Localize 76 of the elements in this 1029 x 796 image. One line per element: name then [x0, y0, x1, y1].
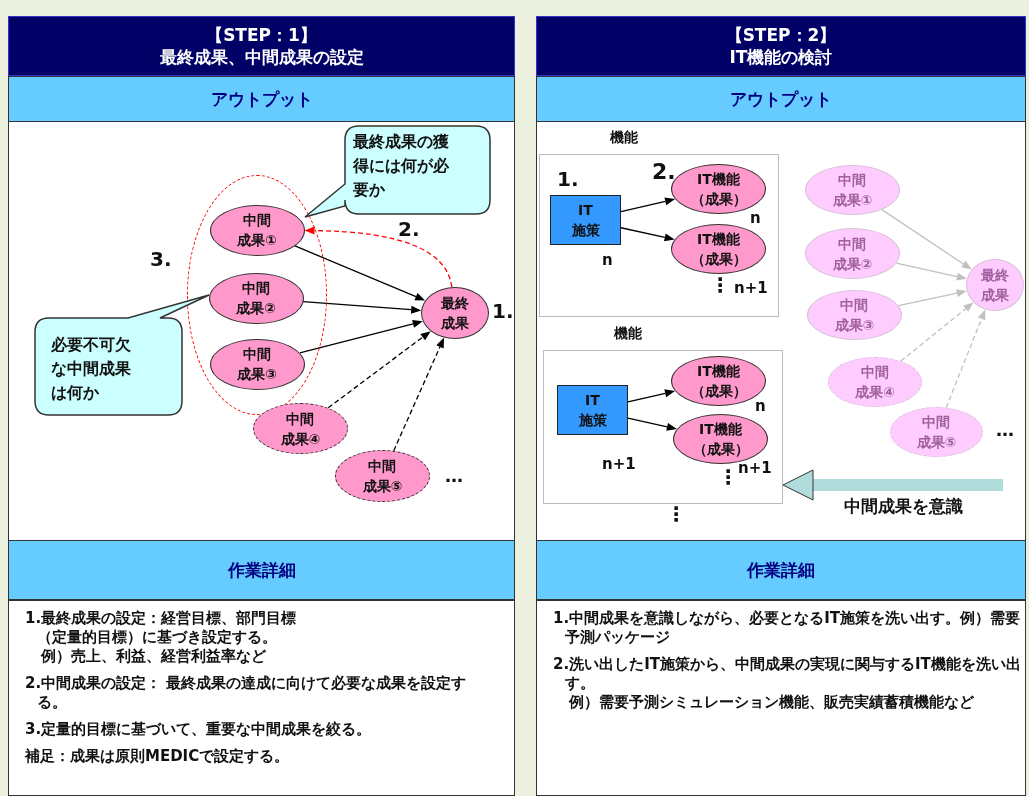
arrow: [304, 226, 453, 288]
detail-paragraph: 例）需要予測シミュレーション機能、販売実績蓄積機能など: [569, 693, 975, 712]
measure-box: [550, 195, 621, 245]
detail-paragraph: 2.中間成果の設定： 最終成果の達成に向けて必要な成果を設定する。: [25, 674, 468, 712]
bubble-text: 必要不可欠な中間成果は何か: [51, 334, 132, 404]
annotation-label: ⋮: [666, 503, 686, 525]
header-title: 最終成果、中間成果の設定: [159, 46, 364, 68]
detail-paragraph: 2.洗い出したIT施策から、中間成果の実現に関与するIT機能を洗い出す。: [553, 655, 1022, 693]
arrow: [627, 417, 677, 431]
ellipse-label: IT機能（成果）: [690, 170, 747, 209]
ellipse-label: 最終成果: [981, 266, 1009, 305]
band-title: アウトプット: [210, 87, 313, 111]
arrow: [293, 245, 426, 301]
step-number: 3.: [150, 248, 172, 270]
ellipse-label: 最終成果: [441, 294, 469, 333]
step-number: 2.: [398, 218, 420, 240]
arrow: [302, 300, 422, 314]
arrow: [327, 331, 431, 409]
ellipse-label: 中間成果③: [834, 296, 875, 335]
annotation-label: n+1: [734, 280, 768, 297]
ellipse-label: IT機能（成果）: [690, 230, 747, 269]
arrow: [299, 319, 423, 354]
step-label: 【STEP：1】: [206, 24, 317, 46]
step-number: 1.: [492, 300, 514, 322]
step-label: 【STEP：2】: [725, 24, 837, 46]
ellipse-label: 中間成果③: [237, 345, 277, 384]
ellipse-label: 中間成果⑤: [916, 413, 957, 452]
arrow: [620, 227, 675, 242]
ellipse-label: 中間成果④: [280, 409, 321, 449]
ellipse-label: 中間成果④: [855, 363, 895, 402]
ellipse-label: 中間成果①: [237, 211, 277, 250]
section-band: [8, 540, 515, 600]
ellipse-label: 中間成果⑤: [362, 457, 403, 496]
group-heading: 機能: [614, 325, 642, 343]
detail-paragraph: 3.定量的目標に基づいて、重要な中間成果を絞る。: [25, 720, 373, 739]
header-title: IT機能の検討: [729, 46, 833, 68]
detail-paragraph: 例）売上、利益、経営利益率など: [41, 647, 267, 666]
ellipse-label: 中間成果②: [236, 279, 276, 318]
panel-header: [536, 16, 1026, 76]
section-band: [536, 540, 1026, 600]
step-number: 1.: [557, 168, 579, 190]
annotation-label: …: [996, 420, 1014, 440]
step-number: 2.: [652, 160, 676, 185]
detail-paragraph: 補足：成果は原則MEDICで設定する。: [25, 747, 291, 766]
band-title: 作業詳細: [747, 558, 815, 582]
bubble-text: 最終成果の獲得には何が必要か: [353, 131, 450, 201]
arrow: [881, 208, 972, 270]
annotation-label: n: [750, 210, 761, 227]
arrow: [945, 309, 986, 409]
ellipse-label: IT機能（成果）: [690, 362, 747, 401]
arrow: [900, 302, 974, 362]
arrow: [393, 337, 445, 452]
band-title: 作業詳細: [227, 558, 296, 582]
band-title: アウトプット: [730, 87, 832, 111]
box-label: IT施策: [578, 391, 607, 430]
annotation-label: n: [755, 398, 766, 415]
section-band: [536, 76, 1026, 122]
section-band: [8, 76, 515, 122]
measure-box: [557, 385, 628, 435]
group-heading: 機能: [610, 129, 638, 147]
detail-paragraph: 1.中間成果を意識しながら、必要となるIT施策を洗い出す。例）需要予測パッケージ: [553, 609, 1021, 647]
ellipse-label: IT機能（成果）: [692, 420, 749, 459]
annotation-label: ⋮: [718, 466, 738, 488]
annotation-label: ⋮: [710, 274, 730, 296]
ellipse-label: 中間成果①: [832, 171, 873, 210]
edge-label: 中間成果を意識: [842, 495, 965, 518]
panel-header: [8, 16, 515, 76]
arrow: [627, 389, 675, 403]
box-label: IT施策: [571, 201, 600, 240]
annotation-label: n+1: [602, 456, 636, 473]
block-arrow: [782, 469, 1003, 501]
detail-paragraph: 1.最終成果の設定：経営目標、部門目標（定量的目標）に基づき設定する。: [25, 609, 298, 647]
ellipse-label: 中間成果②: [832, 234, 873, 274]
annotation-label: n+1: [738, 460, 772, 477]
annotation-label: n: [602, 252, 613, 269]
annotation-label: …: [445, 466, 463, 486]
